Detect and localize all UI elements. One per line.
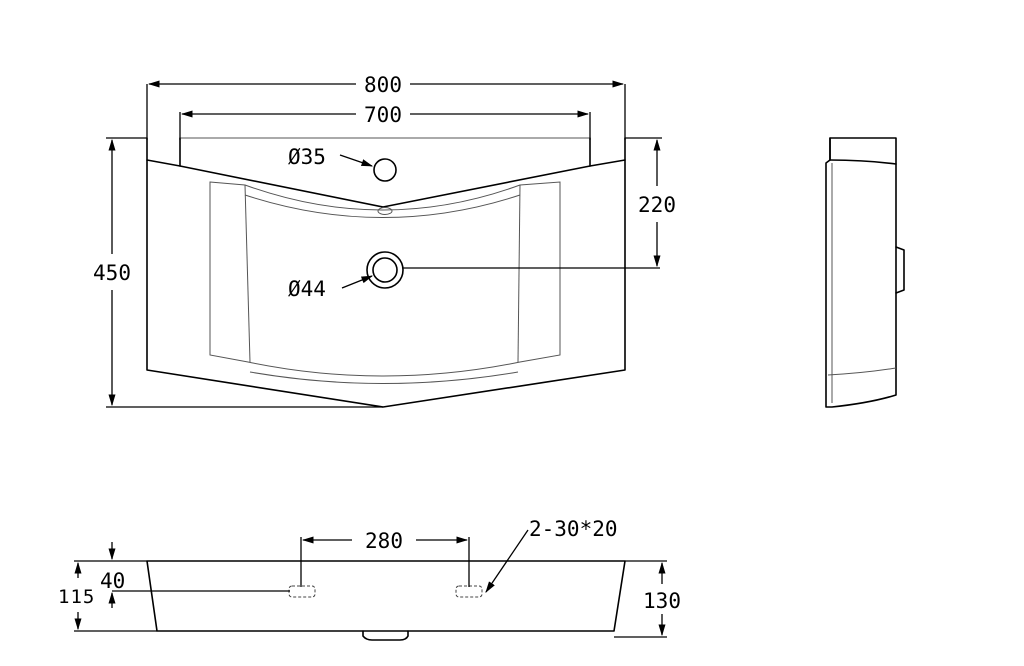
dim-bracket-spacing: 280 bbox=[365, 529, 403, 553]
bowl-outline bbox=[209, 181, 561, 377]
tap-hole bbox=[373, 158, 397, 182]
leader-drain-hole bbox=[341, 275, 374, 289]
dim-depth: 450 bbox=[93, 261, 131, 285]
drain-outer bbox=[366, 251, 404, 289]
dim-basin-height: 130 bbox=[643, 589, 681, 613]
top-view: 800 700 450 220 Ø35 Ø44 bbox=[93, 73, 676, 408]
side-view bbox=[825, 137, 905, 408]
drain-inner bbox=[372, 257, 398, 283]
front-drain-stub bbox=[362, 630, 409, 641]
side-drain-stub bbox=[895, 246, 905, 294]
front-view-outline bbox=[146, 560, 626, 632]
dim-bracket-height: 115 bbox=[58, 586, 95, 608]
label-bracket-slots: 2-30*20 bbox=[529, 517, 618, 541]
label-drain-hole: Ø44 bbox=[288, 277, 326, 301]
bowl-rim-top bbox=[244, 194, 521, 218]
overflow-hole bbox=[377, 207, 393, 215]
bowl-rim-bottom bbox=[249, 371, 519, 384]
bowl-inner-right bbox=[517, 184, 521, 363]
bowl-inner-left bbox=[244, 184, 251, 363]
dim-overall-width: 800 bbox=[364, 73, 402, 97]
dim-inner-width: 700 bbox=[364, 103, 402, 127]
side-view-outline bbox=[825, 137, 897, 408]
leader-bracket-slots bbox=[485, 529, 529, 593]
leader-tap-hole bbox=[339, 154, 374, 167]
basin-outline-top bbox=[146, 159, 626, 408]
dim-bracket-top-offset: 40 bbox=[100, 569, 125, 593]
bracket-slot-left bbox=[288, 585, 316, 598]
bracket-slot-right bbox=[455, 585, 483, 598]
label-tap-hole: Ø35 bbox=[288, 145, 326, 169]
side-bottom-band bbox=[827, 367, 897, 376]
front-view: 280 2-30*20 130 115 40 bbox=[58, 517, 681, 641]
side-top-edge bbox=[829, 159, 897, 165]
dim-drain-offset: 220 bbox=[638, 193, 676, 217]
